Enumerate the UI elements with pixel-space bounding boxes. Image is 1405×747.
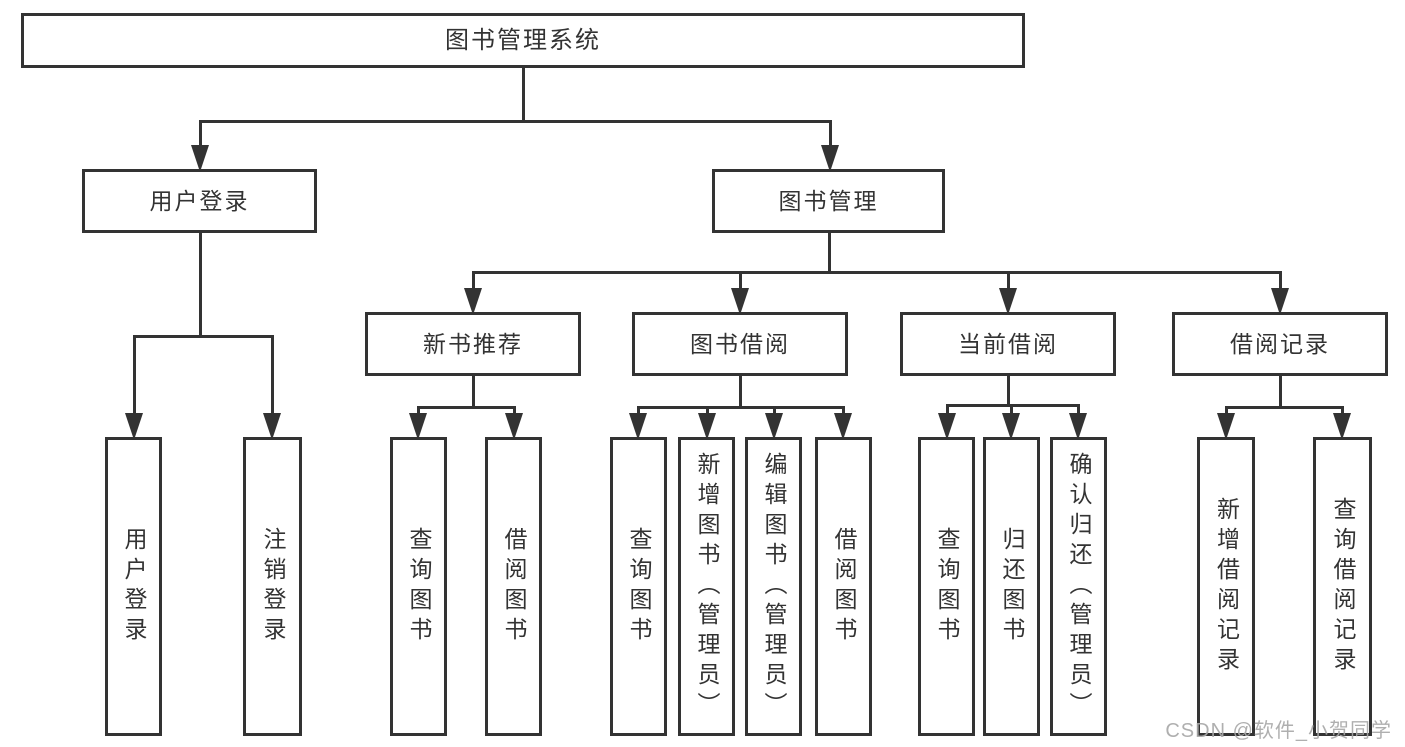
- node-branch-book-borrowing: 图书借阅: [632, 312, 848, 376]
- arrowhead-down-icon: [505, 413, 523, 440]
- node-label: 新增借阅记录: [1213, 496, 1240, 677]
- node-label: 当前借阅: [958, 330, 1058, 357]
- connector-segment: [1278, 271, 1282, 293]
- node-label: 查询图书: [934, 526, 960, 647]
- arrowhead-down-icon: [1217, 413, 1235, 440]
- connector-segment: [1340, 406, 1344, 418]
- node-leaf-add-borrow-record: 新增借阅记录: [1197, 437, 1255, 736]
- connector-segment: [738, 376, 742, 409]
- node-leaf-edit-books-admin: 编辑图书（管理员）: [745, 437, 802, 736]
- node-label: 借阅记录: [1230, 330, 1330, 357]
- node-root-system: 图书管理系统: [21, 13, 1025, 68]
- node-label: 编辑图书（管理员）: [761, 451, 787, 722]
- connector-segment: [1224, 406, 1228, 418]
- node-label: 新书推荐: [423, 330, 523, 357]
- node-leaf-logout: 注销登录: [243, 437, 302, 736]
- connector-segment: [471, 271, 1282, 274]
- arrowhead-down-icon: [698, 413, 716, 440]
- connector-segment: [416, 406, 516, 409]
- arrowhead-down-icon: [464, 288, 482, 315]
- connector-segment: [828, 120, 832, 150]
- node-label: 图书管理: [778, 187, 879, 214]
- connector-segment: [1224, 406, 1344, 409]
- connector-segment: [827, 233, 831, 274]
- node-label: 注销登录: [260, 526, 286, 647]
- node-label: 新增图书（管理员）: [694, 451, 720, 722]
- arrowhead-down-icon: [1271, 288, 1289, 315]
- connector-segment: [132, 335, 136, 418]
- connector-segment: [132, 335, 274, 338]
- arrowhead-down-icon: [409, 413, 427, 440]
- node-leaf-borrow-books-1: 借阅图书: [485, 437, 542, 736]
- connector-segment: [471, 376, 475, 409]
- node-leaf-add-books-admin: 新增图书（管理员）: [678, 437, 735, 736]
- connector-segment: [198, 120, 832, 123]
- node-label: 确认归还（管理员）: [1066, 451, 1092, 722]
- node-label: 图书借阅: [690, 330, 790, 357]
- node-leaf-query-borrow-record: 查询借阅记录: [1313, 437, 1372, 736]
- node-label: 查询借阅记录: [1330, 496, 1356, 677]
- connector-segment: [512, 406, 516, 418]
- node-label: 查询图书: [406, 526, 432, 647]
- connector-segment: [416, 406, 420, 418]
- arrowhead-down-icon: [821, 145, 839, 172]
- arrowhead-down-icon: [834, 413, 852, 440]
- connector-segment: [198, 233, 202, 338]
- connector-segment: [705, 406, 709, 418]
- node-leaf-return-books: 归还图书: [983, 437, 1040, 736]
- connector-segment: [1009, 404, 1013, 418]
- node-label: 归还图书: [999, 526, 1025, 647]
- connector-segment: [1076, 404, 1080, 418]
- node-label: 图书管理系统: [445, 26, 601, 54]
- arrowhead-down-icon: [1333, 413, 1351, 440]
- node-label: 借阅图书: [831, 526, 857, 647]
- connector-segment: [1278, 376, 1282, 409]
- node-leaf-borrow-books-2: 借阅图书: [815, 437, 872, 736]
- node-label: 查询图书: [626, 526, 652, 647]
- connector-segment: [636, 406, 845, 409]
- node-leaf-confirm-return-admin: 确认归还（管理员）: [1050, 437, 1107, 736]
- connector-segment: [1006, 271, 1010, 293]
- connector-segment: [198, 120, 202, 150]
- node-leaf-user-login: 用户登录: [105, 437, 162, 736]
- connector-segment: [945, 404, 1080, 407]
- arrowhead-down-icon: [999, 288, 1017, 315]
- arrowhead-down-icon: [1069, 413, 1087, 440]
- connector-segment: [471, 271, 475, 293]
- node-label: 用户登录: [149, 187, 250, 214]
- node-branch-new-book-recommend: 新书推荐: [365, 312, 581, 376]
- node-branch-current-borrowing: 当前借阅: [900, 312, 1116, 376]
- arrowhead-down-icon: [191, 145, 209, 172]
- arrowhead-down-icon: [125, 413, 143, 440]
- arrowhead-down-icon: [263, 413, 281, 440]
- connector-segment: [1006, 376, 1010, 407]
- arrowhead-down-icon: [731, 288, 749, 315]
- connector-segment: [636, 406, 640, 418]
- connector-segment: [841, 406, 845, 418]
- node-leaf-query-books-1: 查询图书: [390, 437, 447, 736]
- connector-segment: [945, 404, 949, 418]
- connector-segment: [521, 68, 525, 123]
- connector-segment: [738, 271, 742, 293]
- arrowhead-down-icon: [629, 413, 647, 440]
- node-label: 用户登录: [121, 526, 147, 647]
- arrowhead-down-icon: [938, 413, 956, 440]
- node-branch-book-management: 图书管理: [712, 169, 945, 233]
- watermark-text: CSDN @软件_小贺同学: [1165, 720, 1392, 742]
- node-leaf-query-books-3: 查询图书: [918, 437, 975, 736]
- node-branch-user-login: 用户登录: [82, 169, 317, 233]
- connector-segment: [772, 406, 776, 418]
- connector-segment: [270, 335, 274, 418]
- node-label: 借阅图书: [501, 526, 527, 647]
- node-leaf-query-books-2: 查询图书: [610, 437, 667, 736]
- arrowhead-down-icon: [765, 413, 783, 440]
- node-branch-borrowing-records: 借阅记录: [1172, 312, 1388, 376]
- arrowhead-down-icon: [1002, 413, 1020, 440]
